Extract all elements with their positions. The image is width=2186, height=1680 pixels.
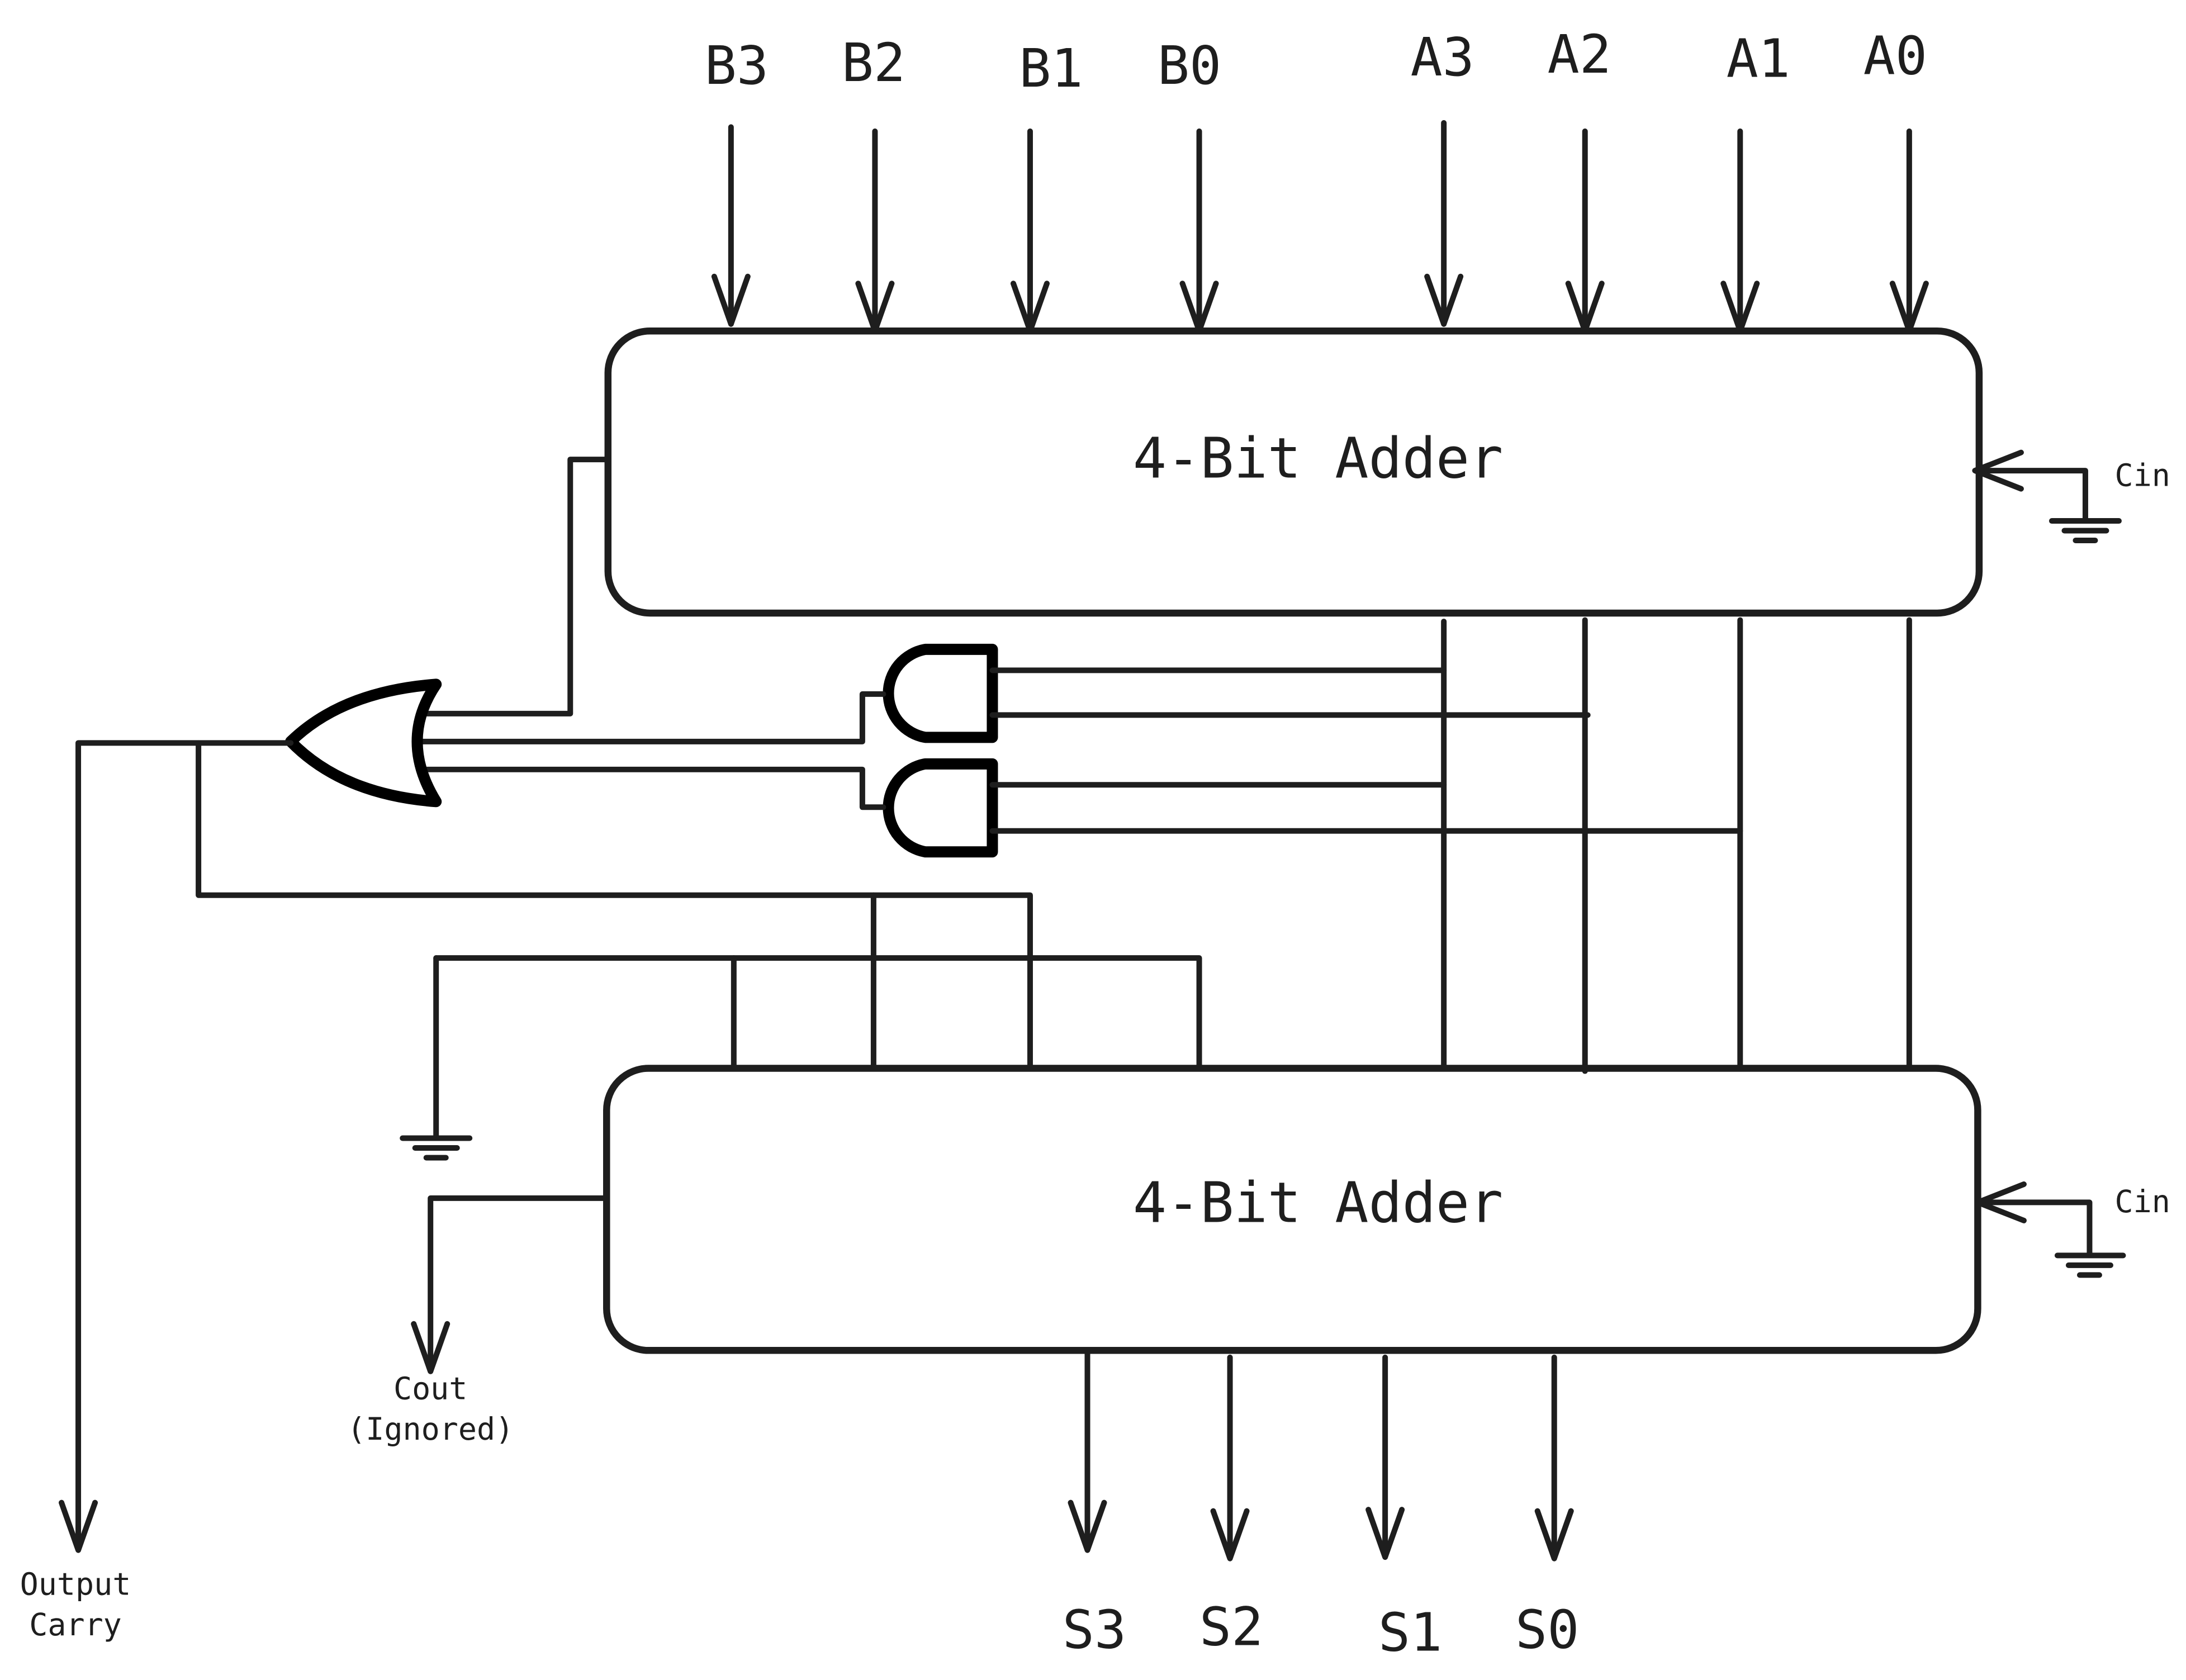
arrow-b3 xyxy=(711,124,751,327)
adder-top-label: 4-Bit Adder xyxy=(1133,426,1503,491)
arrow-s1 xyxy=(1365,1354,1405,1560)
input-label-a2: A2 xyxy=(1548,24,1611,86)
cin-bottom: Cin xyxy=(1975,1181,2170,1278)
output-label-s1: S1 xyxy=(1378,1602,1442,1664)
correction-ground-bus xyxy=(400,955,1202,1161)
output-carry-line1: Output xyxy=(20,1567,131,1602)
arrow-a0 xyxy=(1889,128,1929,334)
cout-bottom-line1: Cout xyxy=(393,1371,467,1407)
cout-bottom: Cout (Ignored) xyxy=(347,1195,607,1447)
intermediate-sum-wires xyxy=(1441,617,1912,1074)
input-label-a0: A0 xyxy=(1863,25,1927,87)
cin-top-label: Cin xyxy=(2114,458,2170,493)
arrow-b0 xyxy=(1179,128,1219,334)
adder-bottom: 4-Bit Adder xyxy=(603,1065,1981,1354)
input-labels: B3 B2 B1 B0 A3 A2 A1 A0 xyxy=(705,24,1927,99)
and-gate-upper xyxy=(416,643,1591,744)
arrow-s2 xyxy=(1210,1354,1250,1562)
output-label-s2: S2 xyxy=(1199,1597,1263,1658)
arrow-b2 xyxy=(855,128,895,334)
input-label-a3: A3 xyxy=(1410,27,1474,88)
or-gate xyxy=(285,678,442,808)
input-label-a1: A1 xyxy=(1727,28,1790,89)
output-carry-label: Output Carry xyxy=(20,1567,131,1643)
cin-bottom-label: Cin xyxy=(2114,1184,2170,1219)
correction-feedback-wire xyxy=(196,740,1033,1071)
input-arrows xyxy=(711,120,1929,334)
output-carry-arrowhead xyxy=(59,1499,98,1553)
input-label-b1: B1 xyxy=(1019,38,1083,99)
arrow-a2 xyxy=(1565,128,1605,334)
input-label-b3: B3 xyxy=(705,35,769,97)
and-gate-lower xyxy=(416,758,1743,858)
output-carry-line2: Carry xyxy=(29,1607,122,1643)
input-label-b2: B2 xyxy=(842,32,905,94)
output-label-s3: S3 xyxy=(1063,1600,1126,1661)
top-cout-wire xyxy=(416,457,611,716)
output-label-s0: S0 xyxy=(1515,1600,1579,1661)
adder-bottom-label: 4-Bit Adder xyxy=(1133,1170,1503,1235)
arrow-a3 xyxy=(1424,120,1464,327)
output-labels: S3 S2 S1 S0 xyxy=(1063,1597,1580,1664)
arrow-b1 xyxy=(1010,128,1050,334)
arrow-s0 xyxy=(1534,1354,1574,1562)
arrow-a1 xyxy=(1720,128,1760,334)
cout-bottom-line2: (Ignored) xyxy=(347,1411,514,1447)
input-label-b0: B0 xyxy=(1158,35,1221,97)
or-output-wire xyxy=(75,740,294,1550)
adder-top: 4-Bit Adder xyxy=(604,327,1983,617)
arrow-s3 xyxy=(1068,1347,1107,1553)
output-arrows xyxy=(1068,1347,1574,1562)
cin-top: Cin xyxy=(1972,449,2170,544)
adder-bottom-box xyxy=(603,1065,1981,1354)
